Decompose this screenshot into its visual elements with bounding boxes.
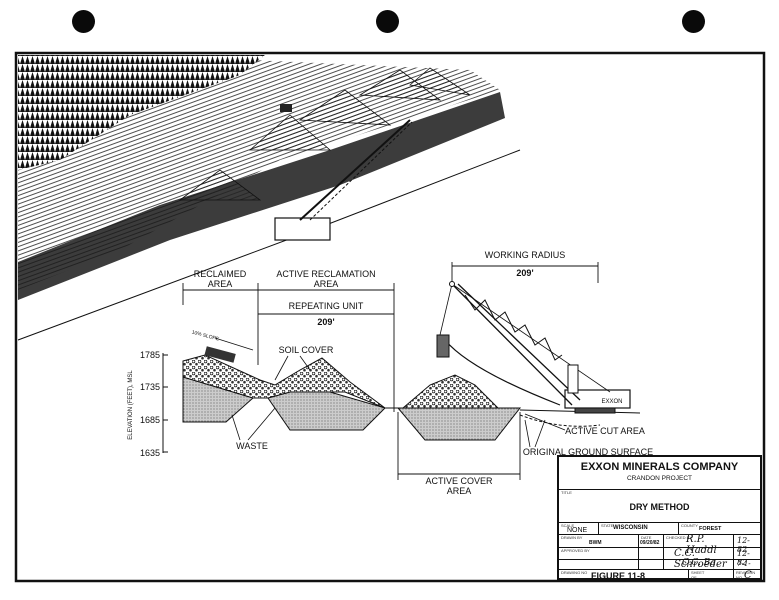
dozer <box>204 346 236 363</box>
drawing-title: DRY METHOD <box>629 502 690 512</box>
y-tick-1785: 1785 <box>140 350 160 360</box>
project-name: CRANDON PROJECT <box>626 475 692 482</box>
dragline-sketch <box>274 119 413 241</box>
company-row: EXXON MINERALS COMPANY CRANDON PROJECT <box>559 457 760 490</box>
repeating-unit-length: 209' <box>317 317 334 327</box>
spoil-piles <box>178 67 471 201</box>
cross-section <box>182 354 641 441</box>
punch-hole-left <box>72 10 95 33</box>
approved-by-signature-2: C.C. Ba <box>682 558 716 568</box>
y-tick-1635: 1635 <box>140 448 160 458</box>
approved-date-1: 12-82 <box>737 549 750 567</box>
drawing-no-label: DRAWING NO <box>561 570 588 575</box>
county-label: COUNTY <box>681 523 698 528</box>
state-label: STATE <box>601 523 614 528</box>
title-block: EXXON MINERALS COMPANY CRANDON PROJECT T… <box>557 455 762 581</box>
soil-cover-label: SOIL COVER <box>279 345 334 355</box>
approved-by-label-1: APPROVED BY <box>561 548 590 553</box>
company-name: EXXON MINERALS COMPANY <box>580 461 739 473</box>
forest-area <box>18 55 265 170</box>
reclaimed-area-label-1: RECLAIMED <box>194 269 247 279</box>
scale-label: SCALE <box>561 523 575 528</box>
crane-brand-label: EXXON <box>601 399 622 405</box>
drawn-by-label: DRAWN BY <box>561 535 583 540</box>
state-value: WISCONSIN <box>613 525 648 531</box>
slope-label: 10% SLOPE <box>191 330 220 343</box>
title-row: TITLE DRY METHOD <box>559 490 760 523</box>
working-radius-label: WORKING RADIUS <box>485 250 566 260</box>
active-reclamation-label-2: AREA <box>314 279 339 289</box>
original-ground-surface-label: ORIGINAL GROUND SURFACE <box>523 447 653 457</box>
dimension-lines <box>182 262 599 480</box>
title-field-label: TITLE <box>561 490 572 495</box>
approved-row-2: C.C. Ba 7-1- <box>559 558 760 570</box>
leader-lines <box>214 337 566 448</box>
y-axis-label: ELEVATION (FEET), MSL <box>128 370 134 440</box>
drawn-date: 09/20/82 <box>640 540 660 546</box>
punch-hole-center <box>376 10 399 33</box>
date-label: DATE <box>641 535 652 540</box>
y-tick-1685: 1685 <box>140 415 160 425</box>
reclaimed-area-label-2: AREA <box>208 279 233 289</box>
y-tick-1735: 1735 <box>140 382 160 392</box>
revision-value: C <box>744 570 752 581</box>
county-value: FOREST <box>699 526 722 532</box>
drawn-by-value: BWM <box>589 540 602 546</box>
scale-value: NONE <box>567 527 588 534</box>
active-cover-area-label-1: ACTIVE COVER <box>425 476 493 486</box>
punch-hole-right <box>682 10 705 33</box>
dozer-sketch <box>280 104 292 112</box>
approved-row-1: APPROVED BY C.C. Schroeder 12-82 <box>559 548 760 570</box>
active-cover-pile <box>401 374 500 409</box>
active-cover-area-label-2: AREA <box>447 486 472 496</box>
drawing-border <box>14 51 766 583</box>
active-reclamation-label-1: ACTIVE RECLAMATION <box>276 269 375 279</box>
figure-number: FIGURE 11-8 <box>591 571 646 581</box>
perspective-sketch <box>17 55 521 341</box>
checked-by-signature: R.P. Haddl <box>686 534 717 556</box>
original-ground-dashed <box>519 414 601 427</box>
sheet-label: SHEET <box>691 570 705 575</box>
soil-cover <box>182 354 386 409</box>
active-cut-area-label: ACTIVE CUT AREA <box>565 426 645 436</box>
waste-active-cover <box>396 407 522 441</box>
approved-date-2: 7-1- <box>737 560 751 568</box>
repeating-unit-label: REPEATING UNIT <box>289 301 364 311</box>
working-radius-length: 209' <box>516 268 533 278</box>
checked-by-label: CHECKED BY <box>666 535 693 540</box>
revision-label: REVISION NO <box>736 570 756 580</box>
checked-date: 12-82 <box>737 536 750 554</box>
elevation-axis <box>162 353 168 453</box>
of-label: OF <box>691 575 697 580</box>
waste-label: WASTE <box>236 441 268 451</box>
dragline-crane <box>436 281 631 414</box>
approved-by-signature-1: C.C. Schroeder <box>674 548 727 570</box>
